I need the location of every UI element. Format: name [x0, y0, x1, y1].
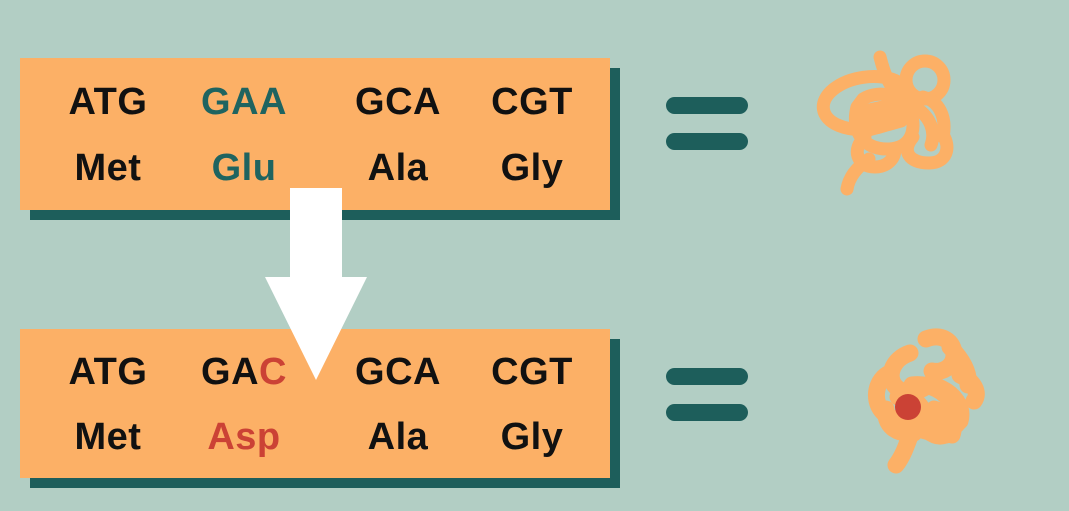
normal-protein-icon	[816, 50, 954, 196]
equals-bar-upper	[666, 368, 748, 385]
codon-cell-2: GAA	[201, 81, 287, 123]
misfolded-protein-icon	[867, 328, 985, 474]
mutated-base: C	[259, 351, 287, 394]
codon-cell-1: ATG	[68, 81, 148, 123]
amino-acid-cell-4: Gly	[500, 147, 564, 189]
amino-acid-cell-2: Asp	[207, 415, 281, 458]
codon-cell-4: CGT	[491, 351, 573, 394]
amino-acid-row: Met Asp Ala Gly	[20, 400, 610, 475]
amino-acid-cell-1: Met	[74, 415, 142, 458]
codon-row: ATG GAA GCA CGT	[20, 64, 610, 140]
mutant-sequence-panel: ATG GAC GCA CGT Met Asp Ala Gly	[20, 329, 620, 489]
mutation-arrow-icon	[265, 188, 367, 380]
amino-acid-cell-1: Met	[74, 147, 142, 189]
panel-face: ATG GAC GCA CGT Met Asp Ala Gly	[20, 329, 610, 478]
normal-sequence-panel: ATG GAA GCA CGT Met Glu Ala Gly	[20, 58, 620, 220]
panel-face: ATG GAA GCA CGT Met Glu Ala Gly	[20, 58, 610, 210]
mutation-marker-icon	[895, 394, 921, 420]
amino-acid-cell-4: Gly	[500, 415, 564, 458]
codon-unchanged-bases: GA	[201, 351, 260, 394]
codon-cell-4: CGT	[491, 81, 573, 123]
amino-acid-cell-3: Ala	[367, 415, 429, 458]
codon-cell-3: GCA	[355, 351, 441, 394]
amino-acid-cell-2: Glu	[211, 147, 277, 189]
codon-cell-1: ATG	[68, 351, 148, 394]
codon-row: ATG GAC GCA CGT	[20, 335, 610, 410]
amino-acid-cell-3: Ala	[367, 147, 429, 189]
codon-cell-2: GAC	[176, 353, 312, 391]
codon-cell-3: GCA	[355, 81, 441, 123]
amino-acid-row: Met Glu Ala Gly	[20, 130, 610, 206]
equals-sign-top	[666, 97, 748, 151]
equals-sign-bottom	[666, 368, 748, 422]
equals-bar-upper	[666, 97, 748, 114]
equals-bar-lower	[666, 133, 748, 150]
equals-bar-lower	[666, 404, 748, 421]
